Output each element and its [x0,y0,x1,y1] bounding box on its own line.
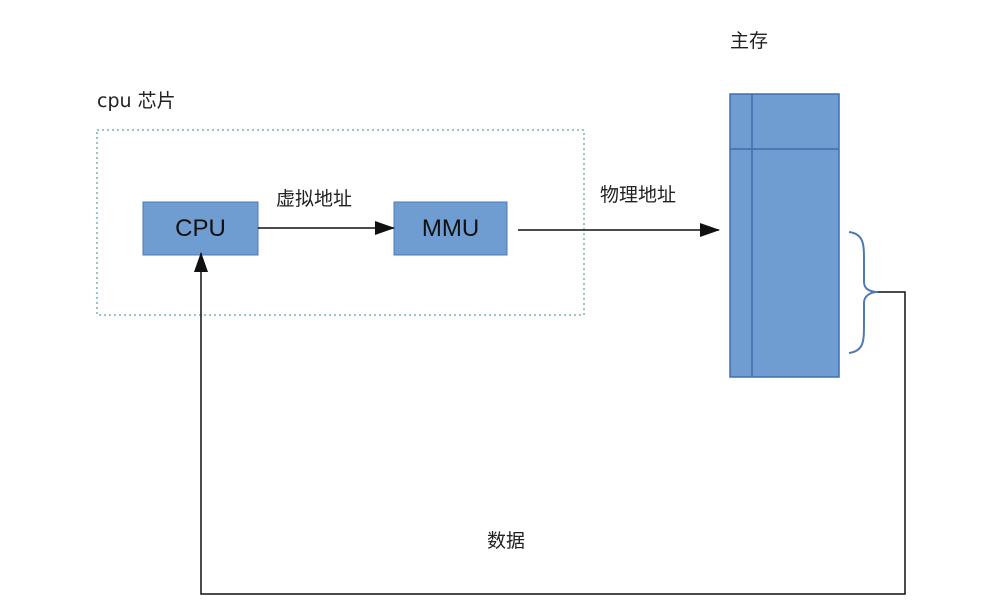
mmu-label: MMU [421,214,480,242]
data-return-line [194,252,906,595]
mmu-box [393,201,508,256]
memory-range-brace [848,231,879,354]
data-label: 数据 [487,530,526,552]
physical-address-label: 物理地址 [600,184,677,206]
cpu-chip-boundary [96,129,585,316]
cpu-box [142,201,259,256]
cpu-chip-label: cpu 芯片 [97,90,176,112]
virtual-address-label: 虚拟地址 [276,188,353,210]
main-memory-label: 主存 [730,30,769,52]
main-memory-block [729,93,840,378]
cpu-label: CPU [175,214,226,242]
